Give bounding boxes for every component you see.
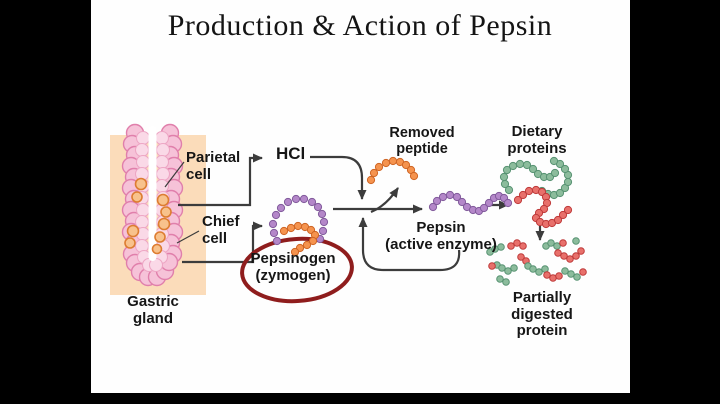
- arrow-junction-to-removed-peptide: [370, 187, 399, 214]
- secretory-cell: [157, 217, 171, 231]
- secretory-cell: [156, 193, 170, 207]
- molecule-fragment-11: [561, 267, 581, 281]
- molecule-fragment-13: [496, 275, 510, 286]
- removed-peptide-label: Removed peptide: [389, 125, 455, 157]
- secretory-cell: [154, 231, 166, 243]
- gastric-gland-label: Gastric gland: [127, 293, 179, 327]
- molecule-pepsinogen-body: [268, 194, 329, 246]
- chief-cell-label: Chief cell: [202, 213, 240, 247]
- secretory-cell: [126, 224, 140, 238]
- molecule-dietary-red: [513, 185, 573, 229]
- molecule-fragment-7: [517, 253, 530, 265]
- secretory-cell: [131, 191, 143, 203]
- molecule-fragment-6: [554, 247, 585, 263]
- molecule-fragment-9: [524, 262, 549, 276]
- pepsinogen-label: Pepsinogen (zymogen): [250, 250, 336, 284]
- partially-digested-label: Partially digested protein: [511, 289, 573, 339]
- molecule-pepsin-enzyme: [428, 190, 513, 216]
- arrow-parietal-to-hcl: [178, 153, 263, 207]
- molecule-fragment-8: [493, 261, 518, 275]
- arrow-pepsin-feedback-loop: [358, 217, 461, 272]
- slide-title: Production & Action of Pepsin: [167, 9, 553, 42]
- molecule-fragment-2: [507, 239, 527, 250]
- gastric-gland-illustration: [121, 123, 184, 287]
- molecule-fragment-4: [559, 239, 567, 247]
- arrow-chief-to-pepsinogen: [182, 221, 263, 264]
- arrow-hcl-to-junction: [310, 155, 367, 200]
- dietary-proteins-label: Dietary proteins: [507, 123, 567, 157]
- arrow-chief-pointer: [176, 230, 200, 244]
- molecule-fragment-3: [542, 239, 561, 250]
- molecule-fragment-12: [579, 268, 587, 276]
- secretory-cell: [151, 243, 163, 255]
- molecule-fragment-14: [488, 262, 496, 270]
- parietal-cell-label: Parietal cell: [186, 149, 241, 183]
- secretory-cell: [124, 237, 136, 249]
- pepsinogen-highlight-ellipse: [240, 236, 354, 304]
- molecule-pepsinogen-peptide-tail: [279, 221, 320, 257]
- molecule-fragment-1: [486, 243, 505, 256]
- hcl-label: HCl: [276, 144, 306, 163]
- molecule-fragment-10: [543, 271, 563, 282]
- molecule-dietary-green-1: [499, 159, 560, 195]
- pepsin-label: Pepsin (active enzyme): [385, 219, 497, 253]
- secretory-cell: [134, 177, 148, 191]
- secretory-cell: [160, 206, 172, 218]
- molecule-removed-peptide: [366, 156, 419, 185]
- molecule-fragment-5: [572, 237, 580, 245]
- arrow-parietal-pointer: [164, 161, 185, 188]
